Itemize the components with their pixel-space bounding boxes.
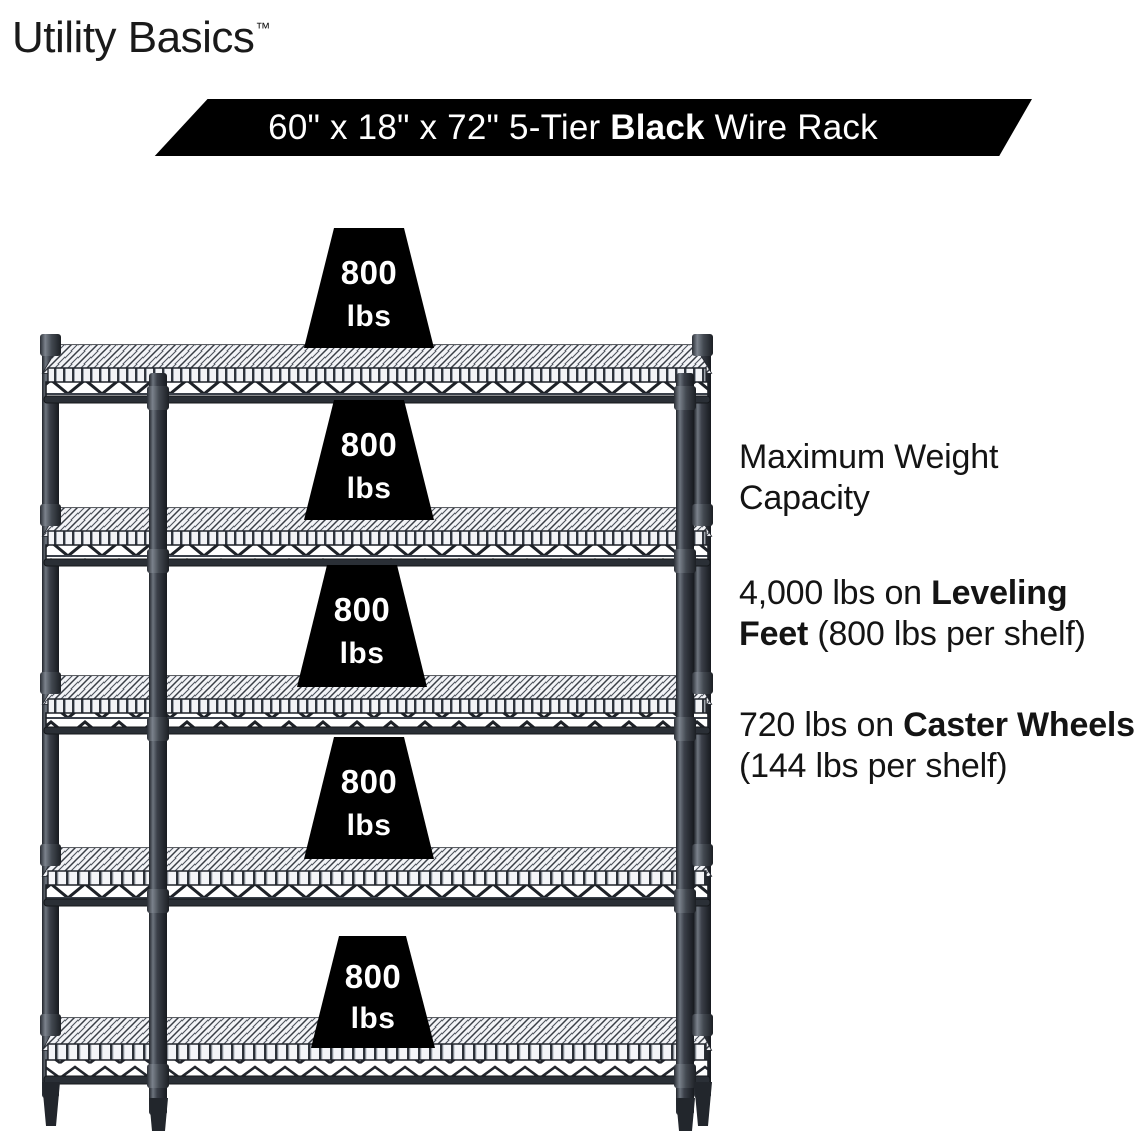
badge-number-4: 800 xyxy=(340,763,398,800)
badge-unit-4: lbs xyxy=(346,809,392,842)
badge-trapezoid-3 xyxy=(297,565,427,687)
weight-badge-3: 800 lbs xyxy=(297,565,427,687)
banner-text-bold: Black xyxy=(610,107,705,147)
badge-unit-1: lbs xyxy=(346,300,392,333)
caster-emphasis: Caster Wheels xyxy=(903,706,1135,744)
badge-unit-2: lbs xyxy=(346,472,392,505)
badge-number-5: 800 xyxy=(344,958,402,995)
leveling-feet xyxy=(42,1082,712,1131)
leveling-amount: 4,000 lbs on xyxy=(739,574,932,612)
brand-name: Utility Basics xyxy=(12,13,255,62)
weight-badge-4: 800 lbs xyxy=(304,737,434,859)
capacity-copy-block: Maximum Weight Capacity 4,000 lbs on Lev… xyxy=(739,437,1137,787)
product-title-banner: 60" x 18" x 72" 5-Tier Black Wire Rack xyxy=(154,99,1032,156)
badge-unit-5: lbs xyxy=(350,1002,396,1035)
trademark-symbol: ™ xyxy=(255,20,271,37)
badge-trapezoid-1 xyxy=(304,228,434,348)
weight-badge-5: 800 lbs xyxy=(311,936,435,1048)
caster-wheels-capacity: 720 lbs on Caster Wheels (144 lbs per sh… xyxy=(739,705,1137,787)
brand-logo: Utility Basics™ xyxy=(12,2,270,65)
capacity-heading-line1: Maximum Weight xyxy=(739,438,999,476)
banner-text-after: Wire Rack xyxy=(704,107,878,147)
badge-number-3: 800 xyxy=(333,591,391,628)
badge-trapezoid-5 xyxy=(311,936,435,1048)
weight-badge-2: 800 lbs xyxy=(304,400,434,520)
copy-spacer-2 xyxy=(739,655,1137,705)
banner-text-before: 60" x 18" x 72" 5-Tier xyxy=(268,107,611,147)
capacity-heading: Maximum Weight Capacity xyxy=(739,437,1137,519)
leveling-feet-capacity: 4,000 lbs on Leveling Feet (800 lbs per … xyxy=(739,573,1137,655)
leveling-emphasis: Leveling Feet xyxy=(739,574,1068,653)
badge-unit-3: lbs xyxy=(339,637,385,670)
caster-detail: (144 lbs per shelf) xyxy=(739,747,1008,785)
badge-number-1: 800 xyxy=(340,254,398,291)
product-title-text: 60" x 18" x 72" 5-Tier Black Wire Rack xyxy=(268,107,878,147)
badge-trapezoid-2 xyxy=(304,400,434,520)
badge-number-2: 800 xyxy=(340,426,398,463)
weight-badge-1: 800 lbs xyxy=(304,228,434,348)
shelf-1 xyxy=(41,344,713,404)
caster-amount: 720 lbs on xyxy=(739,706,904,744)
capacity-heading-line2: Capacity xyxy=(739,479,870,517)
leveling-detail: (800 lbs per shelf) xyxy=(808,615,1086,653)
badge-trapezoid-4 xyxy=(304,737,434,859)
copy-spacer-1 xyxy=(739,519,1137,573)
